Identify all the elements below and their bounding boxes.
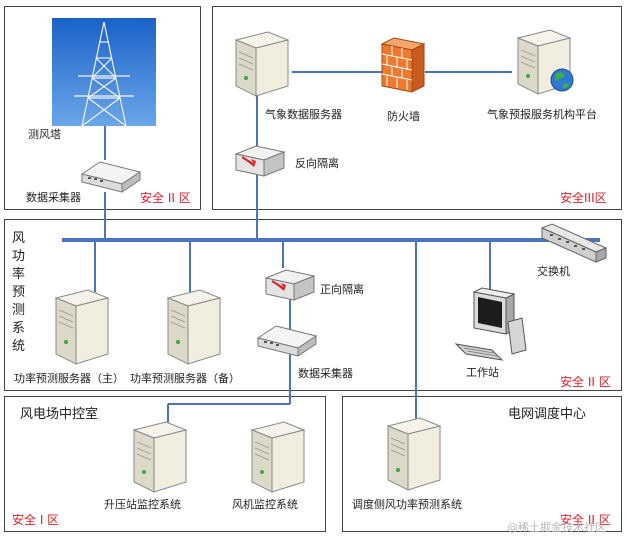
turbine-monitor-server-icon: [250, 421, 306, 493]
switch-icon: [540, 223, 608, 263]
farm-control-title: 风电场中控室: [20, 407, 99, 422]
forecast-platform-server-icon: [516, 29, 574, 95]
reverse-isolation-label: 反向隔离: [295, 157, 339, 170]
substation-monitor-server-icon: [132, 421, 188, 493]
wind-tower-label: 测风塔: [28, 128, 61, 141]
forecast-server-backup-label: 功率预测服务器（备）: [130, 372, 240, 385]
zone-ii-top-safety: 安全 II 区: [140, 191, 191, 205]
weather-server-icon: [234, 31, 290, 97]
forecast-server-main-icon: [54, 289, 110, 365]
forecast-server-main-label: 功率预测服务器（主）: [14, 372, 124, 385]
switch-label: 交换机: [537, 265, 570, 278]
zone-iii-safety: 安全III区: [560, 191, 607, 205]
workstation-label: 工作站: [466, 366, 499, 379]
zone-farm-safety: 安全 I 区: [12, 513, 60, 527]
watermark: @稀土掘金技术社区: [507, 521, 606, 534]
weather-server-label: 气象数据服务器: [265, 108, 342, 121]
turbine-monitor-label: 风机监控系统: [232, 498, 298, 511]
dispatch-forecast-server-icon: [386, 417, 442, 491]
data-collector-mid-label: 数据采集器: [298, 367, 353, 380]
data-collector-icon: [256, 325, 318, 357]
grid-dispatch-title: 电网调度中心: [508, 407, 587, 422]
reverse-isolation-icon: [234, 145, 286, 177]
forecast-platform-label: 气象预报服务机构平台: [487, 108, 597, 121]
zone-grid-safety: 安全 II 区: [560, 513, 611, 527]
firewall-label: 防火墙: [387, 110, 420, 123]
data-collector-top-label: 数据采集器: [26, 191, 81, 204]
dispatch-forecast-label: 调度侧风功率预测系统: [352, 498, 462, 511]
substation-monitor-label: 升压站监控系统: [104, 498, 181, 511]
firewall-icon: [380, 37, 426, 93]
workstation-icon: [454, 287, 527, 361]
wind-tower-icon: [52, 18, 156, 127]
wind-power-system-title: 风功率预测系统: [12, 231, 26, 354]
zone-wind-safety: 安全 II 区: [560, 375, 611, 389]
forward-isolation-label: 正向隔离: [320, 283, 364, 296]
forward-isolation-icon: [264, 269, 316, 301]
forecast-server-backup-icon: [166, 289, 222, 365]
data-collector-icon: [80, 161, 142, 193]
